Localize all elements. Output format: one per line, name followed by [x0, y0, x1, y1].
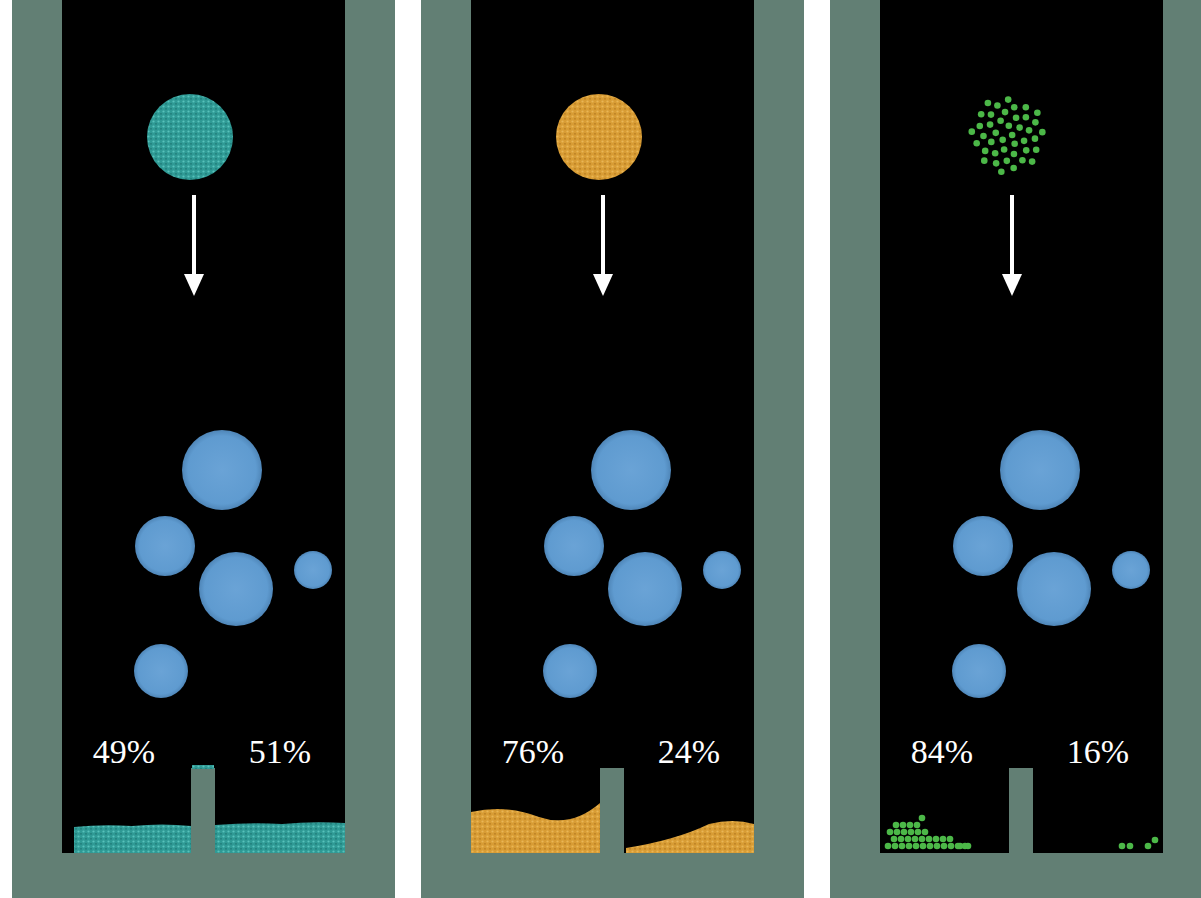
grain-dot	[901, 829, 908, 836]
grain-dot	[1152, 837, 1159, 844]
grain-dot	[978, 111, 985, 118]
grain-dot	[941, 843, 948, 850]
grain-dot	[1022, 104, 1029, 111]
grain-dot	[912, 836, 919, 843]
grain-dot	[1011, 140, 1018, 147]
grain-dot	[993, 160, 1000, 167]
falling-blob	[147, 94, 233, 180]
grain-dot	[894, 829, 901, 836]
sediment	[74, 825, 191, 854]
grain-dot	[980, 133, 987, 140]
grain-dot	[1023, 114, 1030, 121]
grain-dot	[968, 128, 975, 135]
grain-dot	[1029, 158, 1036, 165]
grain-dot	[992, 150, 999, 157]
grain-dot	[1005, 96, 1012, 103]
container-panel	[421, 0, 804, 898]
grain-dot	[985, 100, 992, 107]
sediment	[471, 803, 600, 853]
grain-dot	[933, 836, 940, 843]
grain-dot	[976, 123, 983, 130]
grain-dot	[947, 836, 954, 843]
grain-dot	[1002, 109, 1009, 116]
grain-dot	[987, 121, 994, 128]
grain-dot	[885, 843, 892, 850]
grain-dot	[1019, 157, 1026, 164]
grain-dot	[927, 843, 934, 850]
grain-dot	[905, 836, 912, 843]
grain-dot	[1032, 119, 1039, 126]
grain-dot	[919, 836, 926, 843]
grain-dot	[1039, 129, 1046, 136]
grain-dot	[965, 843, 972, 850]
grain-dot	[957, 843, 964, 850]
grain-dot	[1021, 138, 1028, 145]
grain-dot	[997, 117, 1004, 124]
grain-dot	[1127, 843, 1134, 850]
grain-dot	[887, 829, 894, 836]
grain-dot	[1145, 843, 1152, 850]
grain-dot	[908, 829, 915, 836]
grain-dot	[899, 843, 906, 850]
grain-dot	[900, 822, 907, 829]
grain-dot	[1026, 127, 1033, 134]
sediment	[215, 822, 345, 853]
grain-dot	[999, 137, 1006, 144]
percentage-label: 16%	[1067, 735, 1129, 769]
grain-dot	[988, 139, 995, 146]
grain-dot	[934, 843, 941, 850]
grain-dot	[1011, 104, 1018, 111]
grain-dot	[1004, 158, 1011, 165]
percentage-label: 49%	[93, 735, 155, 769]
grain-dot	[919, 815, 926, 822]
grain-dot	[998, 168, 1005, 175]
percentage-label: 24%	[658, 735, 720, 769]
grain-dot	[913, 843, 920, 850]
grain-dot	[922, 829, 929, 836]
grain-dot	[1023, 147, 1030, 154]
grain-dot	[994, 102, 1001, 109]
grain-dot	[982, 148, 989, 155]
grain-dot	[915, 829, 922, 836]
grain-dot	[988, 111, 995, 118]
grain-dot	[926, 836, 933, 843]
grain-dot	[893, 822, 900, 829]
grain-dot	[907, 822, 914, 829]
grain-dot	[1013, 114, 1020, 121]
grain-dot	[1016, 124, 1023, 131]
grain-dot	[1119, 843, 1126, 850]
grain-dot	[914, 822, 921, 829]
percentage-label: 76%	[502, 735, 564, 769]
grain-dot	[1009, 132, 1016, 139]
grain-dot	[1006, 122, 1013, 129]
grain-dot	[1010, 165, 1017, 172]
grain-dot	[940, 836, 947, 843]
container-panel	[12, 0, 395, 898]
grain-dot	[1011, 151, 1018, 158]
falling-blob	[556, 94, 642, 180]
grain-dot	[1032, 135, 1039, 142]
sediment	[626, 821, 754, 853]
percentage-label: 84%	[911, 735, 973, 769]
grain-dot	[948, 843, 955, 850]
grain-dot	[1034, 109, 1041, 116]
grain-dot	[892, 843, 899, 850]
grain-dot	[906, 843, 913, 850]
grain-dot	[1033, 147, 1040, 154]
grain-dot	[973, 140, 980, 147]
grain-dot	[1001, 146, 1008, 153]
grain-dot	[898, 836, 905, 843]
grain-dots	[885, 96, 1159, 849]
grain-dot	[992, 130, 999, 137]
container-panel	[830, 0, 1201, 898]
grain-dot	[891, 836, 898, 843]
percentage-label: 51%	[249, 735, 311, 769]
grain-dot	[920, 843, 927, 850]
grain-dot	[981, 157, 988, 164]
